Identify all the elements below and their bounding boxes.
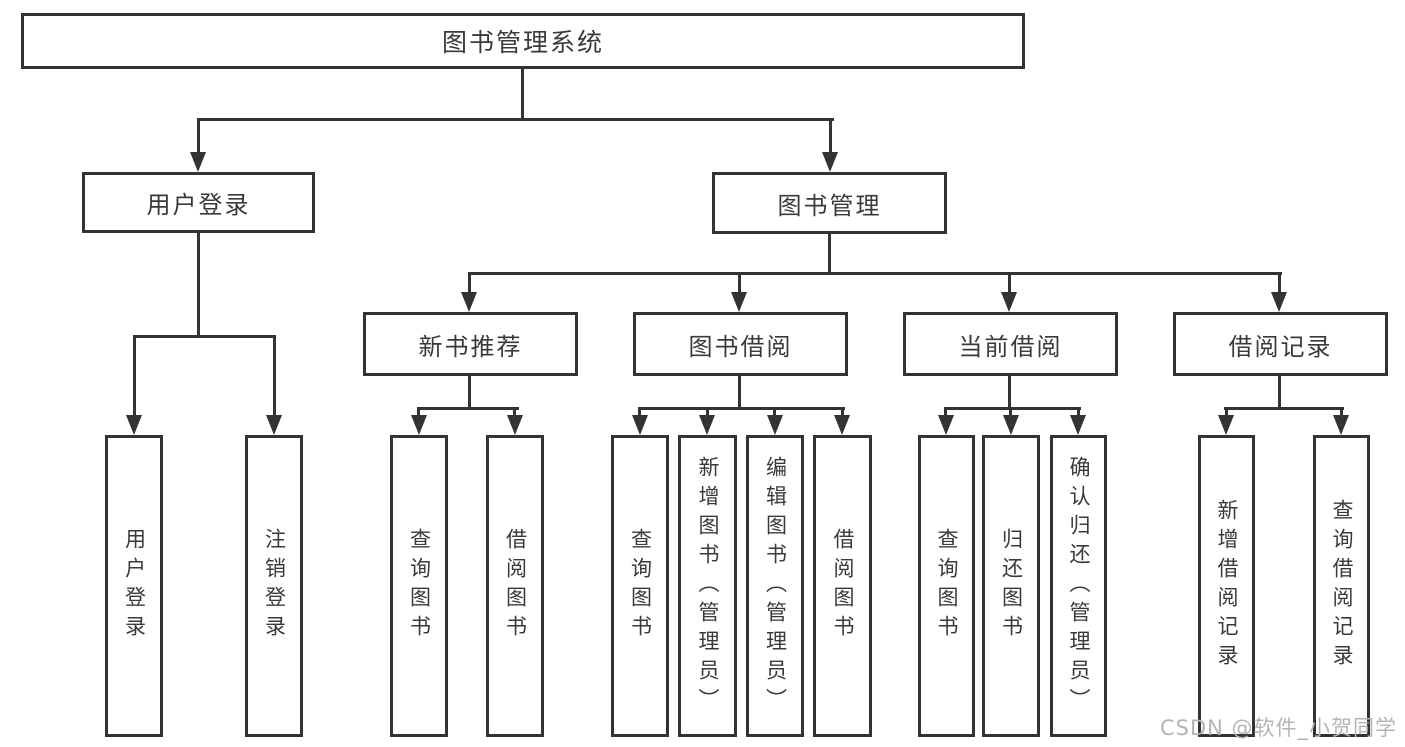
connector-group1-bus [417, 407, 519, 410]
arrow-down-g3-leaf1 [938, 415, 954, 435]
arrow-down-g2-leaf4 [834, 415, 850, 435]
connector-drop-borrow-records [1278, 272, 1281, 296]
arrow-down-new-book [461, 292, 477, 312]
connector-level1-bus [197, 118, 834, 121]
arrow-down-leaf-logout [266, 415, 282, 435]
connector-group4-stem [1278, 376, 1281, 410]
connector-g3-drop3 [1077, 407, 1080, 419]
arrow-down-g2-leaf1 [632, 415, 648, 435]
leaf-return-book: 归还图书 [982, 435, 1040, 737]
arrow-down-current-borrow [1001, 292, 1017, 312]
leaf-borrow-books-2-label: 借阅图书 [831, 528, 855, 644]
arrow-down-book-management [822, 152, 838, 172]
leaf-confirm-return-admin-label: 确认归还（管理员） [1067, 455, 1091, 717]
node-new-book-recommend: 新书推荐 [363, 312, 578, 376]
connector-book-management-stem [828, 234, 831, 272]
connector-drop-leaf-user-login [133, 335, 136, 419]
node-book-management-label: 图书管理 [777, 191, 882, 220]
leaf-query-books-3: 查询图书 [918, 435, 975, 737]
arrow-down-g1-leaf2 [507, 415, 523, 435]
arrow-down-book-borrow [731, 292, 747, 312]
arrow-down-user-login [190, 152, 206, 172]
connector-group3-stem [1008, 376, 1011, 410]
connector-g4-drop2 [1340, 407, 1343, 419]
node-borrow-records: 借阅记录 [1173, 312, 1388, 376]
leaf-query-books-3-label: 查询图书 [935, 528, 959, 644]
leaf-edit-book-admin: 编辑图书（管理员） [746, 435, 804, 737]
leaf-return-book-label: 归还图书 [999, 528, 1024, 644]
csdn-watermark: CSDN @软件_小贺同学 [1160, 716, 1398, 740]
leaf-user-login: 用户登录 [105, 435, 163, 737]
connector-group3-bus [944, 407, 1081, 410]
connector-group1-stem [468, 376, 471, 410]
connector-drop-book-management [829, 118, 832, 154]
arrow-down-borrow-records [1271, 292, 1287, 312]
connector-g2-drop2 [706, 407, 709, 419]
arrow-down-g3-leaf2 [1003, 415, 1019, 435]
node-new-book-recommend-label: 新书推荐 [418, 332, 523, 361]
connector-g2-drop3 [773, 407, 776, 419]
leaf-add-borrow-record-label: 新增借阅记录 [1215, 499, 1239, 673]
leaf-add-borrow-record: 新增借阅记录 [1198, 435, 1255, 737]
node-book-management: 图书管理 [712, 172, 947, 234]
node-book-borrow-label: 图书借阅 [688, 332, 793, 361]
connector-g3-drop1 [944, 407, 947, 419]
leaf-query-books-1-label: 查询图书 [407, 528, 432, 644]
leaf-add-book-admin-label: 新增图书（管理员） [696, 455, 720, 717]
leaf-user-login-label: 用户登录 [122, 528, 147, 644]
leaf-query-borrow-record-label: 查询借阅记录 [1330, 499, 1354, 673]
connector-user-login-bus [133, 335, 276, 338]
connector-g4-drop1 [1225, 407, 1228, 419]
node-book-borrow: 图书借阅 [633, 312, 848, 376]
connector-drop-leaf-logout [273, 335, 276, 419]
leaf-edit-book-admin-label: 编辑图书（管理员） [763, 455, 788, 717]
node-user-login: 用户登录 [82, 172, 315, 233]
arrow-down-g4-leaf1 [1218, 415, 1234, 435]
arrow-down-g3-leaf3 [1070, 415, 1086, 435]
node-current-borrow-label: 当前借阅 [958, 332, 1063, 361]
leaf-query-books-1: 查询图书 [390, 435, 448, 737]
connector-g2-drop1 [638, 407, 641, 419]
connector-drop-current-borrow [1008, 272, 1011, 296]
leaf-borrow-books-1: 借阅图书 [486, 435, 544, 737]
leaf-confirm-return-admin: 确认归还（管理员） [1050, 435, 1107, 737]
leaf-add-book-admin: 新增图书（管理员） [678, 435, 737, 737]
connector-g3-drop2 [1009, 407, 1012, 419]
node-root: 图书管理系统 [21, 13, 1025, 69]
connector-level2-bus [468, 272, 1282, 275]
connector-group2-stem [738, 376, 741, 410]
arrow-down-g2-leaf2 [699, 415, 715, 435]
connector-root-stem [521, 69, 524, 118]
connector-g1-drop2 [513, 407, 516, 419]
connector-group4-bus [1224, 407, 1344, 410]
connector-drop-book-borrow [738, 272, 741, 296]
leaf-query-books-2-label: 查询图书 [628, 528, 653, 644]
node-borrow-records-label: 借阅记录 [1228, 332, 1333, 361]
leaf-logout-label: 注销登录 [262, 528, 287, 644]
connector-user-login-stem [197, 233, 200, 335]
connector-g1-drop1 [417, 407, 420, 419]
connector-drop-new-book [468, 272, 471, 296]
node-root-label: 图书管理系统 [441, 28, 604, 57]
node-user-login-label: 用户登录 [146, 191, 251, 219]
connector-group2-bus [638, 407, 845, 410]
arrow-down-g4-leaf2 [1333, 415, 1349, 435]
leaf-borrow-books-1-label: 借阅图书 [503, 528, 528, 644]
connector-drop-user-login [197, 118, 200, 154]
node-current-borrow: 当前借阅 [903, 312, 1118, 376]
arrow-down-g2-leaf3 [767, 415, 783, 435]
leaf-query-books-2: 查询图书 [611, 435, 669, 737]
leaf-borrow-books-2: 借阅图书 [813, 435, 872, 737]
leaf-query-borrow-record: 查询借阅记录 [1313, 435, 1370, 737]
arrow-down-leaf-user-login [126, 415, 142, 435]
leaf-logout: 注销登录 [245, 435, 303, 737]
arrow-down-g1-leaf1 [411, 415, 427, 435]
connector-g2-drop4 [841, 407, 844, 419]
